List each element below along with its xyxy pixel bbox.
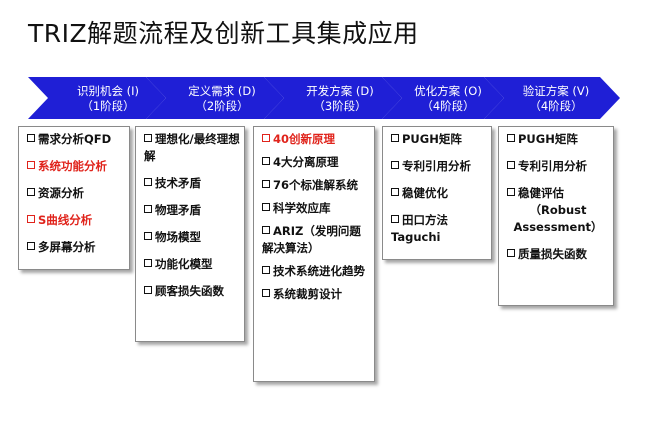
stage-arrow-1 <box>28 77 166 119</box>
stage-label-4: 优化方案 (O) （4阶段） <box>398 84 498 114</box>
tool-item: 系统裁剪设计 <box>262 286 370 303</box>
stage-arrow-3 <box>264 77 402 119</box>
tool-item: 稳健评估 <box>507 185 609 202</box>
tool-item: ARIZ（发明问题解决算法） <box>262 224 361 255</box>
checkbox-icon <box>27 161 35 169</box>
checkbox-icon <box>262 289 270 297</box>
stage-name: 开发方案 (D) <box>306 84 374 98</box>
tool-item: 理想化/最终理想解 <box>144 132 240 163</box>
checkbox-icon <box>262 157 270 165</box>
checkbox-icon <box>27 215 35 223</box>
stage-box-develop: 40创新原理 4大分离原理 76个标准解系统 科学效应库 ARIZ（发明问题解决… <box>253 126 375 382</box>
tool-item: 稳健优化 <box>391 185 487 202</box>
stage-name: 识别机会 (I) <box>76 84 140 98</box>
tool-item: 多屏幕分析 <box>27 239 125 256</box>
checkbox-icon <box>262 180 270 188</box>
tool-item: 4大分离原理 <box>262 154 370 171</box>
checkbox-icon <box>144 205 152 213</box>
checkbox-icon <box>144 286 152 294</box>
tool-item: 物理矛盾 <box>144 202 240 219</box>
tool-item: PUGH矩阵 <box>507 131 609 148</box>
stage-arrow-5 <box>484 77 620 119</box>
tool-item: 专利引用分析 <box>507 158 609 175</box>
tool-item: 质量损失函数 <box>507 246 609 263</box>
stage-label-1: 识别机会 (I) （1阶段） <box>58 84 158 114</box>
tool-item: 76个标准解系统 <box>262 177 370 194</box>
tool-item: 田口方法Taguchi <box>391 213 448 244</box>
stage-name: 定义需求 (D) <box>188 84 256 98</box>
checkbox-icon <box>262 226 270 234</box>
tool-item: 科学效应库 <box>262 200 370 217</box>
checkbox-icon <box>262 266 270 274</box>
checkbox-icon <box>391 188 399 196</box>
stage-box-define: 理想化/最终理想解 技术矛盾 物理矛盾 物场模型 功能化模型 顾客损失函数 <box>135 126 245 342</box>
checkbox-icon <box>507 161 515 169</box>
checkbox-icon <box>144 259 152 267</box>
checkbox-icon <box>507 188 515 196</box>
tool-item: 40创新原理 <box>262 131 370 148</box>
checkbox-icon <box>27 188 35 196</box>
checkbox-icon <box>507 134 515 142</box>
tool-item: 物场模型 <box>144 229 240 246</box>
checkbox-icon <box>27 242 35 250</box>
page-title: TRIZ解题流程及创新工具集成应用 <box>28 19 419 48</box>
checkbox-icon <box>391 215 399 223</box>
tool-item: 技术系统进化趋势 <box>262 263 370 280</box>
checkbox-icon <box>391 161 399 169</box>
tool-item: 资源分析 <box>27 185 125 202</box>
stage-phase: （3阶段） <box>313 99 367 113</box>
stage-phase: （2阶段） <box>195 99 249 113</box>
tool-item: 需求分析QFD <box>27 131 125 148</box>
stage-name: 优化方案 (O) <box>414 84 482 98</box>
tool-item: 顾客损失函数 <box>144 283 240 300</box>
checkbox-icon <box>27 134 35 142</box>
checkbox-icon <box>391 134 399 142</box>
checkbox-icon <box>144 178 152 186</box>
tool-item: 专利引用分析 <box>391 158 487 175</box>
tool-item-subtitle: （Robust Assessment） <box>513 203 603 234</box>
stage-name: 验证方案 (V) <box>522 84 590 98</box>
stage-label-5: 验证方案 (V) （4阶段） <box>506 84 606 114</box>
checkbox-icon <box>144 232 152 240</box>
stage-phase: （4阶段） <box>529 99 583 113</box>
tool-item: 技术矛盾 <box>144 175 240 192</box>
stage-box-optimize: PUGH矩阵 专利引用分析 稳健优化 田口方法Taguchi <box>382 126 492 260</box>
stage-phase: （4阶段） <box>421 99 475 113</box>
stage-arrow-4 <box>382 77 504 119</box>
checkbox-icon <box>507 249 515 257</box>
checkbox-icon <box>144 134 152 142</box>
stage-label-3: 开发方案 (D) （3阶段） <box>290 84 390 114</box>
stage-phase: （1阶段） <box>81 99 135 113</box>
stage-label-2: 定义需求 (D) （2阶段） <box>172 84 272 114</box>
checkbox-icon <box>262 203 270 211</box>
tool-item: PUGH矩阵 <box>391 131 487 148</box>
stage-box-identify: 需求分析QFD 系统功能分析 资源分析 S曲线分析 多屏幕分析 <box>18 126 130 270</box>
tool-item: 系统功能分析 <box>27 158 125 175</box>
checkbox-icon <box>262 134 270 142</box>
tool-item: 功能化模型 <box>144 256 240 273</box>
stage-box-verify: PUGH矩阵 专利引用分析 稳健评估 （Robust Assessment） 质… <box>498 126 614 306</box>
stage-arrow-2 <box>146 77 284 119</box>
tool-item: S曲线分析 <box>27 212 125 229</box>
